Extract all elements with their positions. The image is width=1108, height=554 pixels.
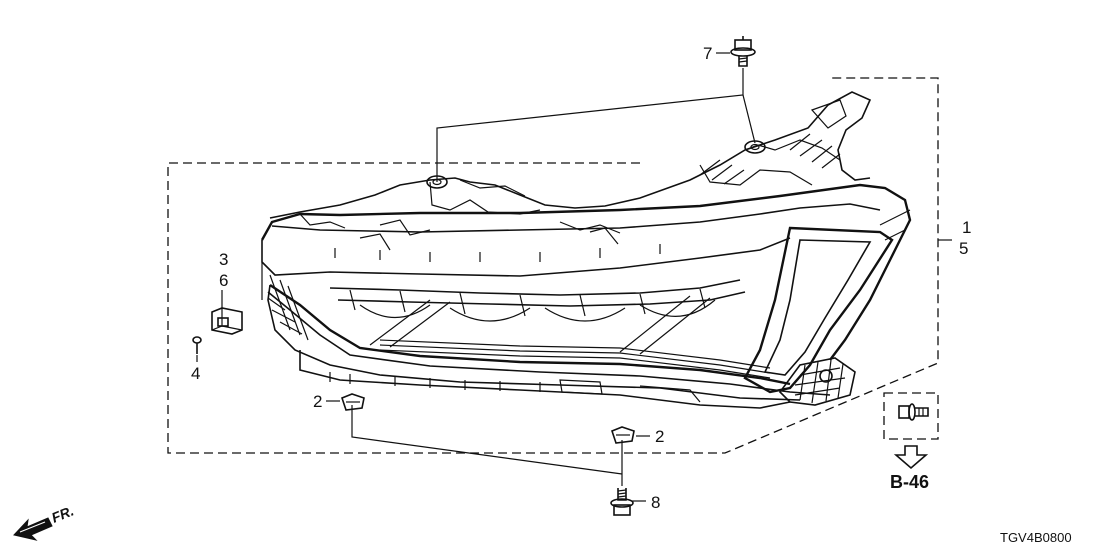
callout-part-7: 7 bbox=[703, 44, 712, 63]
callout-part-5: 5 bbox=[959, 239, 968, 258]
leader-lines-part-7 bbox=[436, 68, 756, 182]
assembly-boundary bbox=[167, 77, 939, 454]
reference-block bbox=[883, 392, 939, 470]
callout-part-2-left: 2 bbox=[313, 392, 322, 411]
bracket-icon bbox=[211, 290, 243, 335]
clip-nut-icon bbox=[341, 393, 365, 411]
callout-part-1: 1 bbox=[962, 218, 971, 237]
bolt-icon bbox=[730, 36, 756, 67]
callout-part-6: 6 bbox=[219, 271, 228, 290]
reference-label: B-46 bbox=[890, 472, 929, 492]
callout-part-2-right: 2 bbox=[655, 427, 664, 446]
callout-part-8: 8 bbox=[651, 493, 660, 512]
clip-nut-icon bbox=[611, 426, 635, 444]
screw-icon bbox=[192, 336, 202, 362]
down-arrow-icon bbox=[893, 445, 929, 470]
headlight-assembly bbox=[260, 91, 912, 409]
diagram-code: TGV4B0800 bbox=[1000, 530, 1072, 545]
leader-lines-part-8 bbox=[351, 405, 623, 486]
front-direction-arrow-icon bbox=[13, 517, 53, 541]
bolt-icon bbox=[610, 488, 634, 516]
callout-part-4: 4 bbox=[191, 364, 200, 383]
bolt-icon bbox=[898, 403, 929, 421]
direction-label: FR. bbox=[49, 502, 76, 525]
callout-part-3: 3 bbox=[219, 250, 228, 269]
